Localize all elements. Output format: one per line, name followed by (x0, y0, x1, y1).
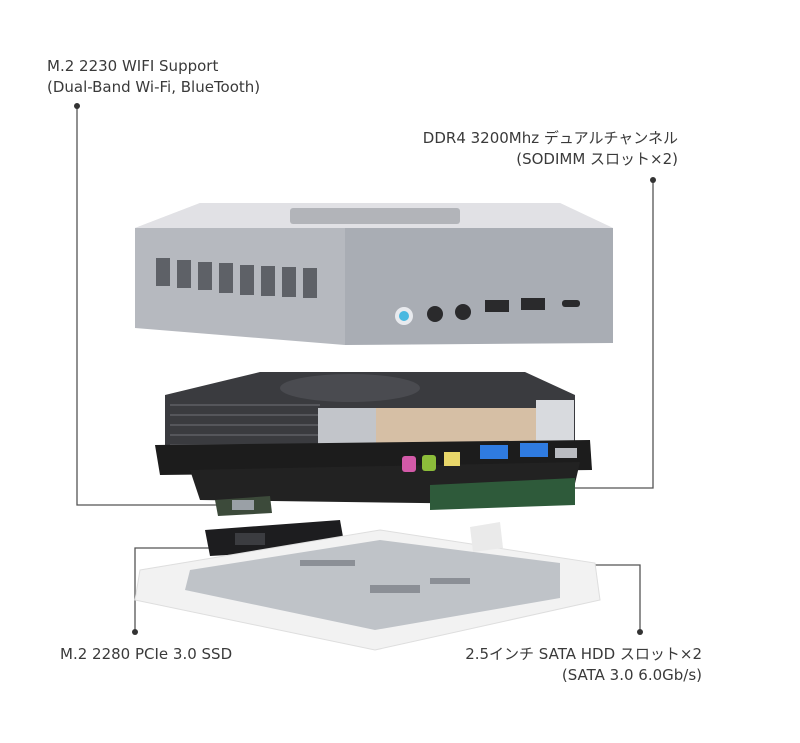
motherboard (155, 440, 592, 510)
hdd-callout: 2.5インチ SATA HDD スロット×2 (SATA 3.0 6.0Gb/s… (465, 644, 702, 686)
wifi-callout-line1: M.2 2230 WIFI Support (47, 57, 219, 75)
wifi-callout: M.2 2230 WIFI Support (Dual-Band Wi-Fi, … (47, 56, 260, 98)
ssd-callout: M.2 2280 PCIe 3.0 SSD (60, 644, 232, 665)
leader-dots (74, 103, 656, 635)
case-enclosure (135, 203, 613, 345)
ram-callout: DDR4 3200Mhz デュアルチャンネル (SODIMM スロット×2) (423, 128, 678, 170)
wifi-callout-line2: (Dual-Band Wi-Fi, BlueTooth) (47, 78, 261, 96)
hdd-callout-line1: 2.5インチ SATA HDD スロット×2 (465, 645, 702, 663)
bottom-tray (134, 522, 601, 651)
hdd-callout-line2: (SATA 3.0 6.0Gb/s) (561, 666, 702, 684)
ram-callout-line1: DDR4 3200Mhz デュアルチャンネル (422, 129, 678, 147)
ram-leader-line (555, 180, 654, 489)
ssd-callout-line1: M.2 2280 PCIe 3.0 SSD (60, 645, 233, 663)
wifi-leader-line (76, 106, 233, 506)
wifi-card (215, 496, 272, 516)
ram-callout-line2: (SODIMM スロット×2) (516, 150, 678, 168)
